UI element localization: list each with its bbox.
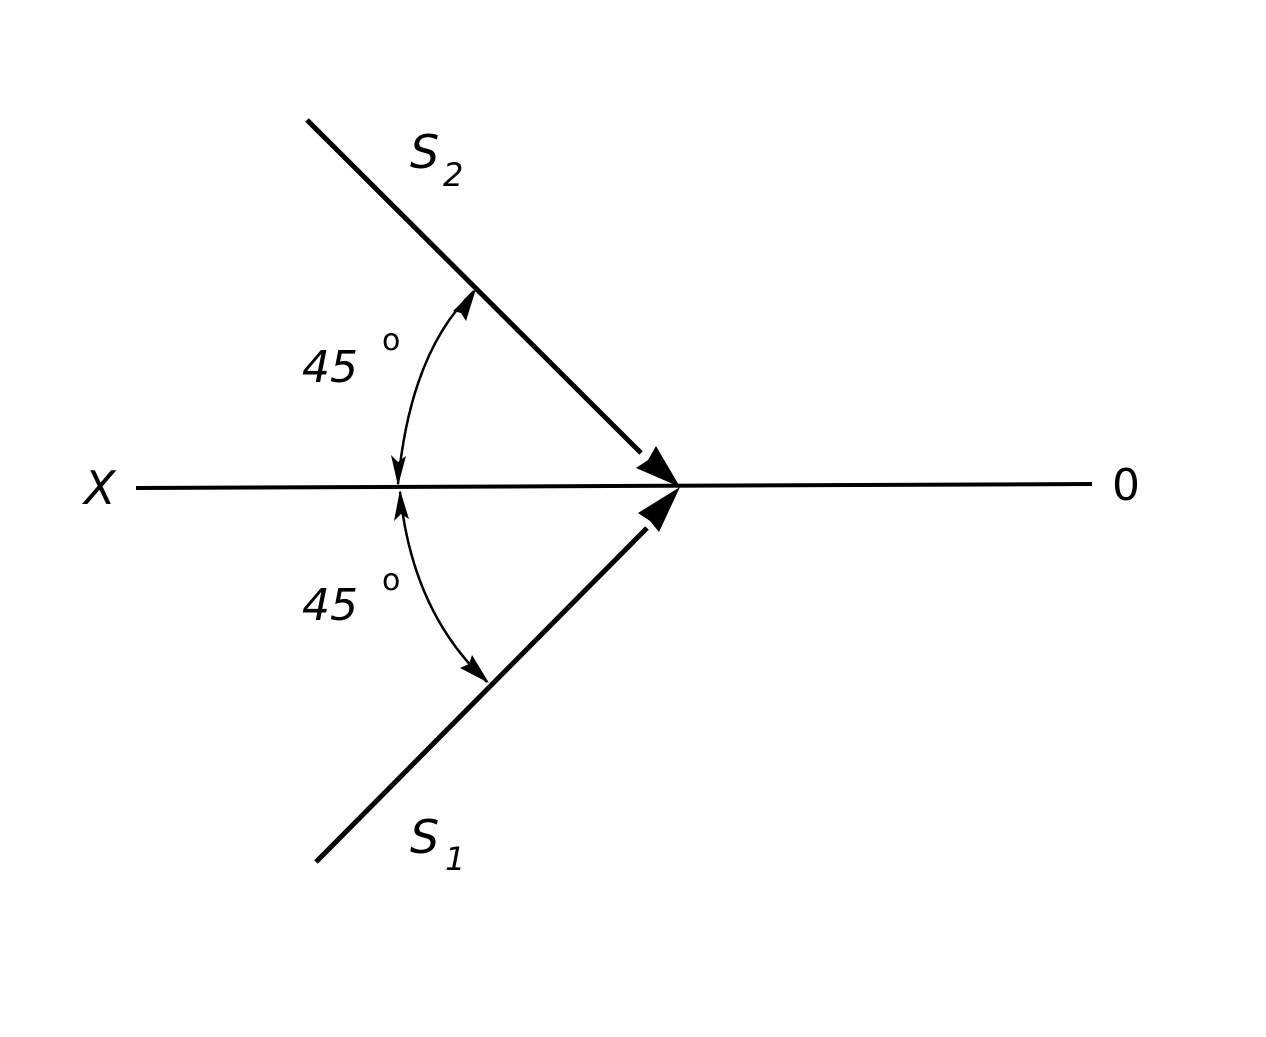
ray-s2-line [305,118,643,455]
s2-subscript: 2 [443,156,463,194]
s2-label: S [410,125,439,179]
lower-angle-degree: o [382,563,400,598]
horizontal-axis-line [135,482,1093,490]
upper-angle-value: 45 [302,342,358,393]
lower-arc-arrowhead-top [394,490,409,521]
ray-s1-arrowhead [638,487,680,532]
lower-angle-value: 45 [302,580,358,631]
upper-angle-degree: o [382,323,400,358]
ray-s2-arrowhead [636,446,680,487]
ray-s1-line [314,526,649,864]
o-axis-label: 0 [1112,460,1140,511]
upper-arc-arrowhead-bottom [391,455,406,486]
upper-arc-arrowhead-top [453,289,476,321]
upper-angle-arc [396,290,475,485]
s1-label: S [410,810,439,864]
x-axis-label: X [82,461,117,515]
lower-arc-arrowhead-bottom [460,655,489,683]
lower-angle-arc [398,491,488,683]
s1-subscript: 1 [445,840,465,878]
